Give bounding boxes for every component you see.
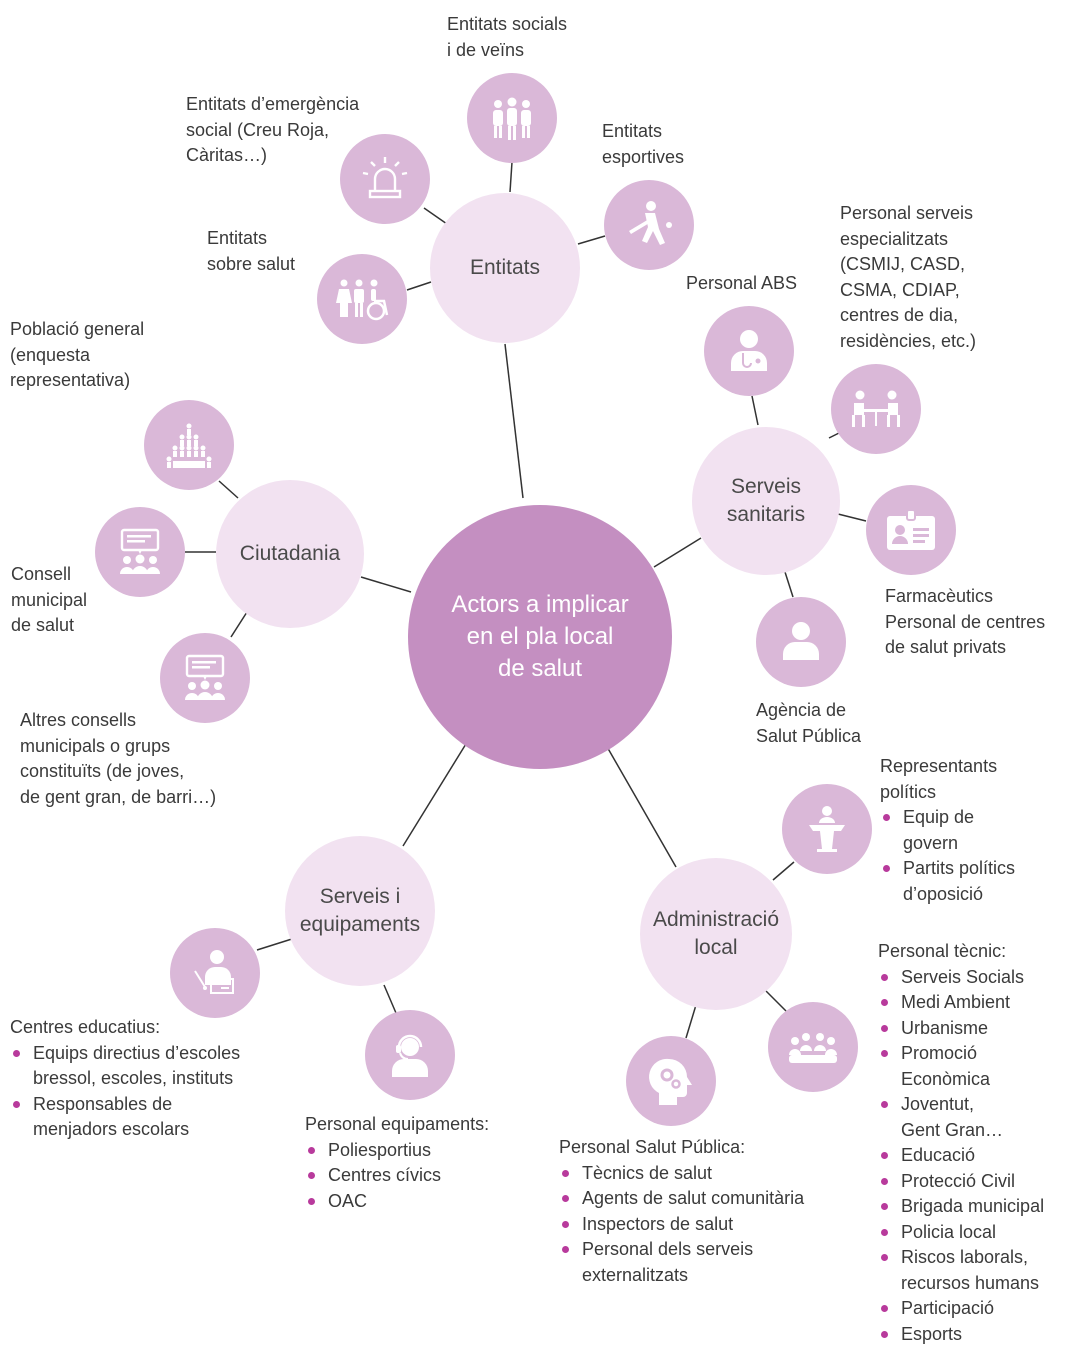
- head-gears-icon: [626, 1036, 716, 1126]
- list-item: Tècnics de salut: [559, 1161, 804, 1187]
- headset-operator-icon: [365, 1010, 455, 1100]
- crowd-pyramid-icon: [144, 400, 234, 490]
- list-item: Promoció Econòmica: [878, 1041, 1044, 1092]
- list-item: Agents de salut comunitària: [559, 1186, 804, 1212]
- list-item: Protecció Civil: [878, 1169, 1044, 1195]
- list-item: Personal dels serveis externalitzats: [559, 1237, 804, 1288]
- list-title: Centres educatius:: [10, 1015, 240, 1041]
- hub-administracio-local: Administració local: [640, 858, 792, 1010]
- teacher-board-icon: [170, 928, 260, 1018]
- list-item: Riscos laborals, recursos humans: [878, 1245, 1044, 1296]
- list-item: Equips directius d’escoles bressol, esco…: [10, 1041, 240, 1092]
- list-item: Serveis Socials: [878, 965, 1044, 991]
- presentation-audience-icon: [95, 507, 185, 597]
- id-card-icon: [866, 485, 956, 575]
- label-entitats-emergencia: Entitats d’emergència social (Creu Roja,…: [186, 92, 359, 169]
- meeting-table-icon: [831, 364, 921, 454]
- list-item: Policia local: [878, 1220, 1044, 1246]
- person-icon: [756, 597, 846, 687]
- label-entitats-sobre-salut: Entitats sobre salut: [207, 226, 295, 277]
- list-personal-tecnic: Personal tècnic: Serveis Socials Medi Am…: [878, 939, 1044, 1347]
- list-item: Poliesportius: [305, 1138, 489, 1164]
- label-altres-consells: Altres consells municipals o grups const…: [20, 708, 216, 810]
- team-meeting-icon: [768, 1002, 858, 1092]
- list-item: Responsables de menjadors escolars: [10, 1092, 240, 1143]
- list-title: Personal equipaments:: [305, 1112, 489, 1138]
- podium-icon: [782, 784, 872, 874]
- hub-serveis-sanitaris: Serveis sanitaris: [692, 427, 840, 575]
- list-item: OAC: [305, 1189, 489, 1215]
- list-item: Participació: [878, 1296, 1044, 1322]
- list-item: Medi Ambient: [878, 990, 1044, 1016]
- list-item: Esports: [878, 1322, 1044, 1347]
- list-representants-politics: Representants polítics Equip de govern P…: [880, 754, 1015, 907]
- list-item: Equip de govern: [880, 805, 1015, 856]
- list-item: Urbanisme: [878, 1016, 1044, 1042]
- list-item: Joventut, Gent Gran…: [878, 1092, 1044, 1143]
- hub-serveis-equipaments: Serveis i equipaments: [285, 836, 435, 986]
- family-wheelchair-icon: [317, 254, 407, 344]
- label-entitats-socials: Entitats socials i de veïns: [447, 12, 567, 63]
- list-item: Inspectors de salut: [559, 1212, 804, 1238]
- label-agencia-salut-publica: Agència de Salut Pública: [756, 698, 861, 749]
- list-title: Personal Salut Pública:: [559, 1135, 804, 1161]
- people-group-icon: [467, 73, 557, 163]
- label-entitats-esportives: Entitats esportives: [602, 119, 684, 170]
- list-item: Brigada municipal: [878, 1194, 1044, 1220]
- list-item: Centres cívics: [305, 1163, 489, 1189]
- list-personal-equipaments: Personal equipaments: Poliesportius Cent…: [305, 1112, 489, 1214]
- label-consell-municipal: Consell municipal de salut: [11, 562, 87, 639]
- hub-ciutadania: Ciutadania: [216, 480, 364, 628]
- list-title: Personal tècnic:: [878, 939, 1044, 965]
- list-title: Representants polítics: [880, 754, 1015, 805]
- cricket-player-icon: [604, 180, 694, 270]
- label-farmaceutics: Farmacèutics Personal de centres de salu…: [885, 584, 1045, 661]
- label-poblacio-general: Població general (enquesta representativ…: [10, 317, 144, 394]
- label-personal-abs: Personal ABS: [686, 271, 797, 297]
- doctor-icon: [704, 306, 794, 396]
- list-item: Educació: [878, 1143, 1044, 1169]
- list-item: Partits polítics d’oposició: [880, 856, 1015, 907]
- label-serveis-especialitzats: Personal serveis especialitzats (CSMIJ, …: [840, 201, 976, 354]
- list-centres-educatius: Centres educatius: Equips directius d’es…: [10, 1015, 240, 1143]
- hub-entitats: Entitats: [430, 193, 580, 343]
- list-personal-salut-publica: Personal Salut Pública: Tècnics de salut…: [559, 1135, 804, 1288]
- center-node: Actors a implicar en el pla local de sal…: [408, 505, 672, 769]
